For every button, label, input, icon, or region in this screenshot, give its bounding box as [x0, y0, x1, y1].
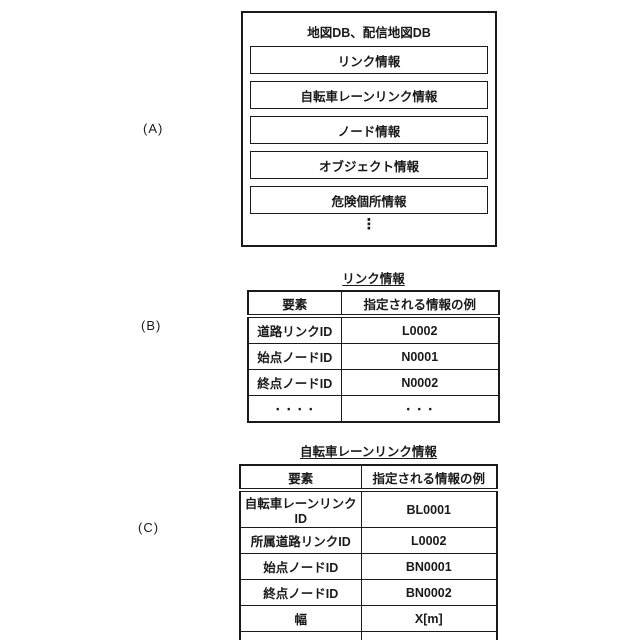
row-value: X[m] — [360, 605, 498, 632]
section-b-label: (B) — [141, 318, 162, 333]
table-row: 所属道路リンクID L0002 — [239, 527, 498, 554]
table-row: 終点ノードID BN0002 — [239, 579, 498, 606]
row-value: N0002 — [340, 369, 500, 396]
row-value: BL0001 — [360, 489, 498, 528]
row-label: 始点ノードID — [239, 553, 362, 580]
map-db-title: 地図DB、配信地図DB — [307, 26, 431, 40]
bicycle-lane-link-info-table: 要素 指定される情報の例 自転車レーンリンクID BL0001 所属道路リンクI… — [239, 464, 498, 640]
db-item-hazard-info: 危険個所情報 — [250, 186, 488, 214]
row-label: 道路リンクID — [247, 315, 342, 344]
row-label: 自転車レーンリンクID — [239, 489, 362, 528]
row-label: 幅 — [239, 605, 362, 632]
row-value-ellipsis: ・・・ — [340, 395, 500, 423]
column-header-element: 要素 — [247, 290, 342, 318]
row-value-ellipsis: ・・・・ — [360, 631, 498, 640]
row-value: BN0002 — [360, 579, 498, 606]
row-label-ellipsis: ・・・・ — [247, 395, 342, 423]
db-item-bicycle-lane-link-info: 自転車レーンリンク情報 — [250, 81, 488, 109]
link-info-table: 要素 指定される情報の例 道路リンクID L0002 始点ノードID N0001… — [247, 290, 500, 423]
db-item-object-info: オブジェクト情報 — [250, 151, 488, 179]
db-item-link-info: リンク情報 — [250, 46, 488, 74]
vertical-ellipsis: ⋮ — [361, 216, 377, 233]
table-row: 自転車レーンリンクID BL0001 — [239, 489, 498, 528]
column-header-example: 指定される情報の例 — [360, 464, 498, 492]
row-value: L0002 — [340, 315, 500, 344]
row-value: N0001 — [340, 343, 500, 370]
section-c-label: (C) — [138, 520, 160, 535]
row-label: 終点ノードID — [239, 579, 362, 606]
row-label: 所属道路リンクID — [239, 527, 362, 554]
column-header-element: 要素 — [239, 464, 362, 492]
row-label: 終点ノードID — [247, 369, 342, 396]
table-row: 道路リンクID L0002 — [247, 315, 500, 344]
table-row: 始点ノードID N0001 — [247, 343, 500, 370]
row-value: L0002 — [360, 527, 498, 554]
table-row: ・・・・ ・・・ — [247, 395, 500, 423]
row-label-ellipsis: ・・・・ — [239, 631, 362, 640]
table-row: 幅 X[m] — [239, 605, 498, 632]
db-item-list: リンク情報 自転車レーンリンク情報 ノード情報 オブジェクト情報 危険個所情報 — [243, 46, 495, 214]
map-db-box: 地図DB、配信地図DB リンク情報 自転車レーンリンク情報 ノード情報 オブジェ… — [241, 11, 497, 247]
db-item-node-info: ノード情報 — [250, 116, 488, 144]
table-header-row: 要素 指定される情報の例 — [239, 464, 498, 492]
row-value: BN0001 — [360, 553, 498, 580]
table-header-row: 要素 指定される情報の例 — [247, 290, 500, 318]
bicycle-lane-link-info-table-title: 自転車レーンリンク情報 — [300, 445, 437, 459]
column-header-example: 指定される情報の例 — [340, 290, 500, 318]
table-row: ・・・・ ・・・・ — [239, 631, 498, 640]
section-a-label: (A) — [143, 121, 164, 136]
row-label: 始点ノードID — [247, 343, 342, 370]
table-row: 終点ノードID N0002 — [247, 369, 500, 396]
link-info-table-title: リンク情報 — [342, 272, 405, 286]
table-row: 始点ノードID BN0001 — [239, 553, 498, 580]
